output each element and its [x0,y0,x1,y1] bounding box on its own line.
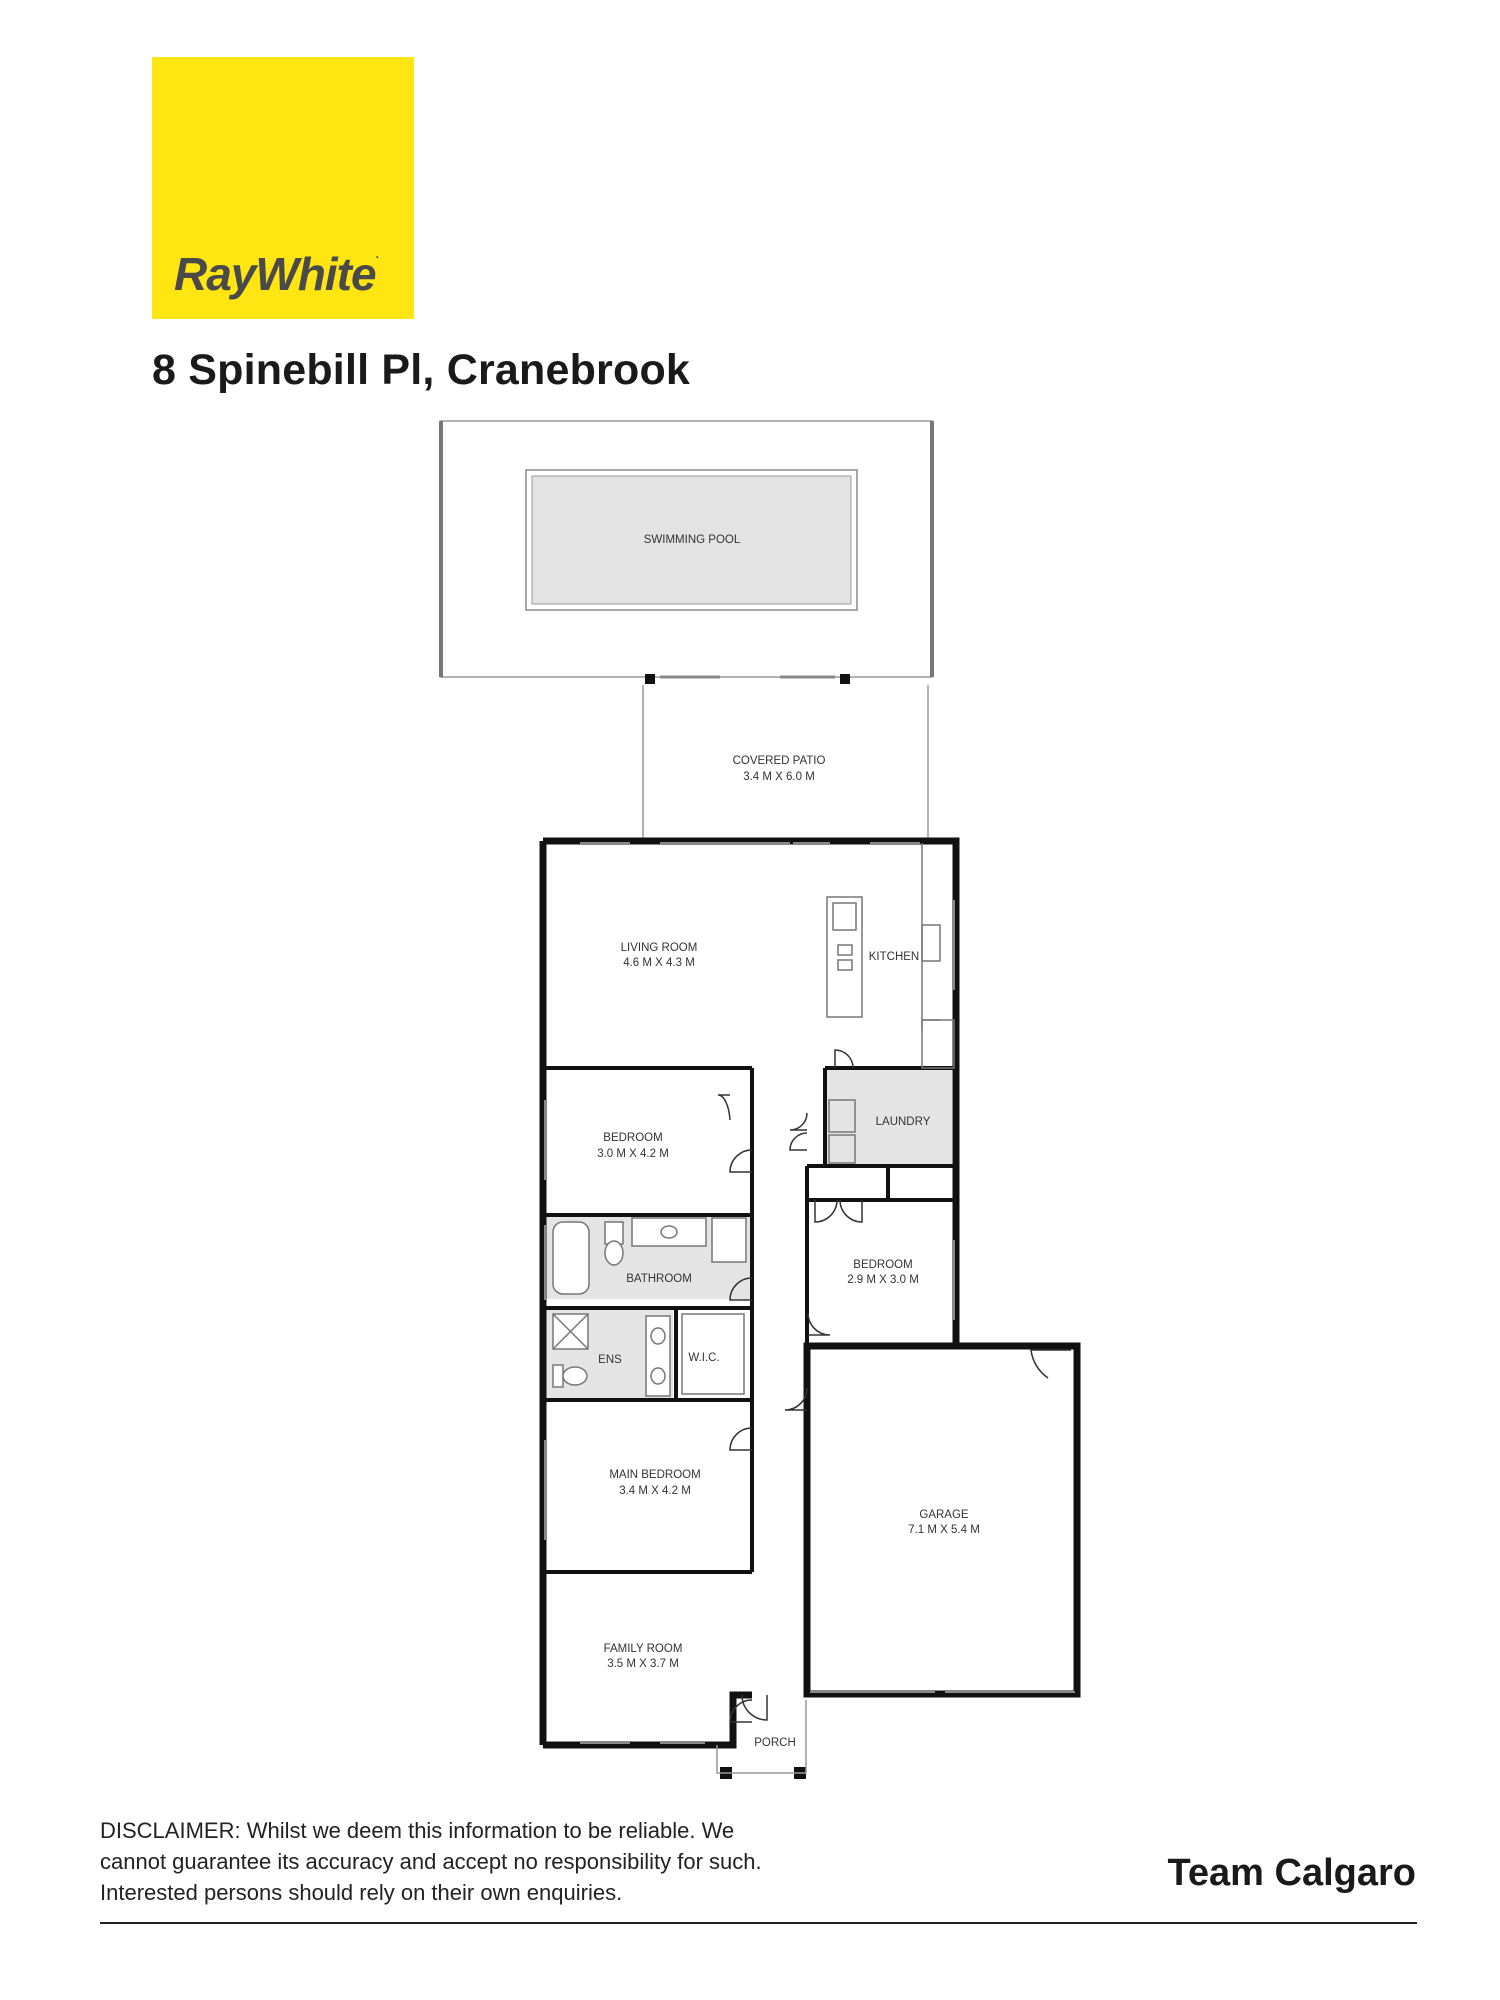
wic-label: W.I.C. [688,1352,719,1364]
bathroom-fixtures [552,1217,747,1397]
laundry-fixtures [828,1099,856,1164]
patio-label: COVERED PATIO [733,755,826,767]
kitchen-fixtures [826,843,955,1069]
disclaimer-line: DISCLAIMER: Whilst we deem this informat… [100,1818,735,1843]
ensuite-label: ENS [598,1354,622,1366]
garage-label: GARAGE [919,1509,969,1521]
footer-divider [100,1922,1417,1924]
doors [717,1049,1071,1723]
ray-white-logo: RayWhite. [152,57,414,319]
living-room-size: 4.6 M X 4.3 M [623,957,695,969]
bedroom-2-label: BEDROOM [853,1259,912,1271]
bathroom-label: BATHROOM [626,1273,692,1285]
bedroom-1-size: 3.0 M X 4.2 M [597,1148,669,1160]
bedroom-1-label: BEDROOM [603,1132,662,1144]
logo-wordmark: RayWhite. [174,247,379,300]
laundry-label: LAUNDRY [876,1116,931,1128]
disclaimer-line: cannot guarantee its accuracy and accept… [100,1849,762,1874]
interior-walls [543,1066,956,1574]
pool-label: SWIMMING POOL [644,534,741,546]
porch-label: PORCH [754,1737,796,1749]
main-bedroom-label: MAIN BEDROOM [609,1469,700,1481]
garage-size: 7.1 M X 5.4 M [908,1524,980,1536]
bedroom-2-size: 2.9 M X 3.0 M [847,1274,919,1286]
patio-size: 3.4 M X 6.0 M [743,771,815,783]
kitchen-label: KITCHEN [869,951,919,963]
family-room-label: FAMILY ROOM [604,1643,683,1655]
windows [544,842,1075,1744]
main-bedroom-size: 3.4 M X 4.2 M [619,1485,691,1497]
disclaimer-line: Interested persons should rely on their … [100,1880,623,1905]
living-room-label: LIVING ROOM [621,942,698,954]
family-room-size: 3.5 M X 3.7 M [607,1658,679,1670]
agent-team-name: Team Calgaro [1167,1852,1416,1894]
property-address: 8 Spinebill Pl, Cranebrook [152,346,691,394]
disclaimer: DISCLAIMER: Whilst we deem this informat… [100,1815,900,1908]
